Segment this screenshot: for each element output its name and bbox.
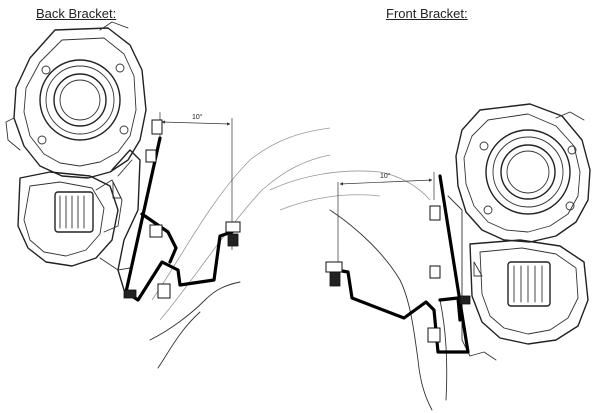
front-gear-hub <box>500 144 556 200</box>
front-warning-triangle-icon <box>473 261 483 277</box>
back-bolts <box>123 119 241 299</box>
front-bracket-diagram: 10° <box>269 103 591 411</box>
back-bracket-title: Back Bracket: <box>36 6 117 21</box>
back-gear-hub <box>53 73 107 127</box>
front-angle-label: 10° <box>380 172 391 180</box>
back-bolt-lower-icon <box>157 283 171 299</box>
back-bracket-diagram: 10° <box>5 21 331 369</box>
front-angle-dimension: 10° <box>337 172 435 262</box>
back-warning-triangle-icon <box>112 181 122 199</box>
back-bracket-profile <box>124 136 234 302</box>
back-bolt-top-right-icon <box>225 221 241 233</box>
front-body-outline <box>269 170 448 411</box>
front-bracket-profile <box>334 174 470 354</box>
back-angle-label: 10° <box>192 113 203 121</box>
front-bolt-middle-icon <box>429 265 441 279</box>
front-bolt-left-icon <box>325 261 343 273</box>
back-gear-outer-ring <box>39 59 121 141</box>
front-bracket-title: Front Bracket: <box>386 6 468 21</box>
back-angle-dimension: 10° <box>159 112 233 250</box>
front-bolts <box>325 205 471 343</box>
front-bolt-upper-icon <box>429 205 441 221</box>
front-bolt-lower-icon <box>427 327 441 343</box>
front-gear-outer-ring <box>485 129 571 215</box>
front-mechanism <box>447 103 591 361</box>
back-body-outline <box>149 127 331 369</box>
back-mechanism <box>5 21 147 291</box>
back-bolt-upper-icon <box>149 224 163 238</box>
